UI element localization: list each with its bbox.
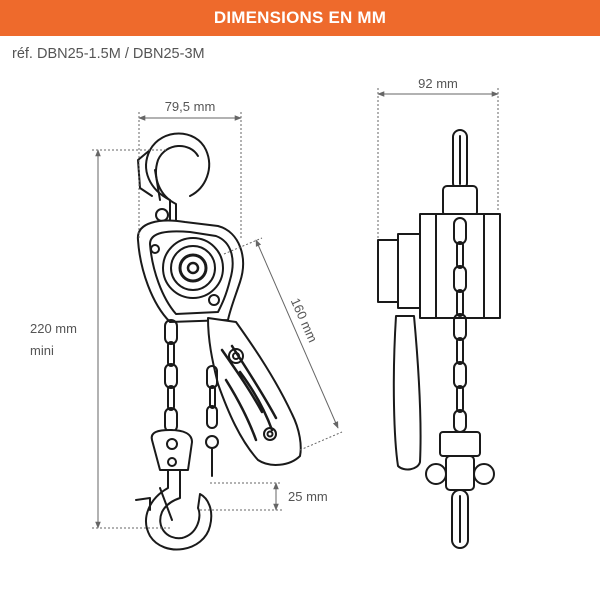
label-width-side: 79,5 mm [165, 99, 216, 114]
hand-chain-side [205, 365, 219, 477]
top-hook [137, 132, 211, 222]
dimension-lever [223, 237, 343, 451]
product-reference: réf. DBN25-1.5M / DBN25-3M [12, 46, 205, 62]
dimension-hook [200, 482, 282, 511]
label-hook: 25 mm [288, 489, 328, 504]
lever-handle-front [392, 315, 422, 471]
label-height-note: mini [30, 343, 54, 358]
header-banner: DIMENSIONS EN MM [0, 0, 600, 36]
front-view-hoist [377, 129, 501, 549]
dimension-width-side [138, 112, 242, 238]
bottom-hook [145, 469, 213, 551]
header-title: DIMENSIONS EN MM [213, 8, 387, 27]
dimension-width-front [377, 88, 499, 238]
load-chain-side [164, 319, 178, 445]
dimension-height [92, 149, 170, 529]
label-width-front: 92 mm [418, 76, 458, 91]
label-lever: 160 mm [288, 296, 321, 345]
label-height-value: 220 mm [30, 321, 77, 336]
